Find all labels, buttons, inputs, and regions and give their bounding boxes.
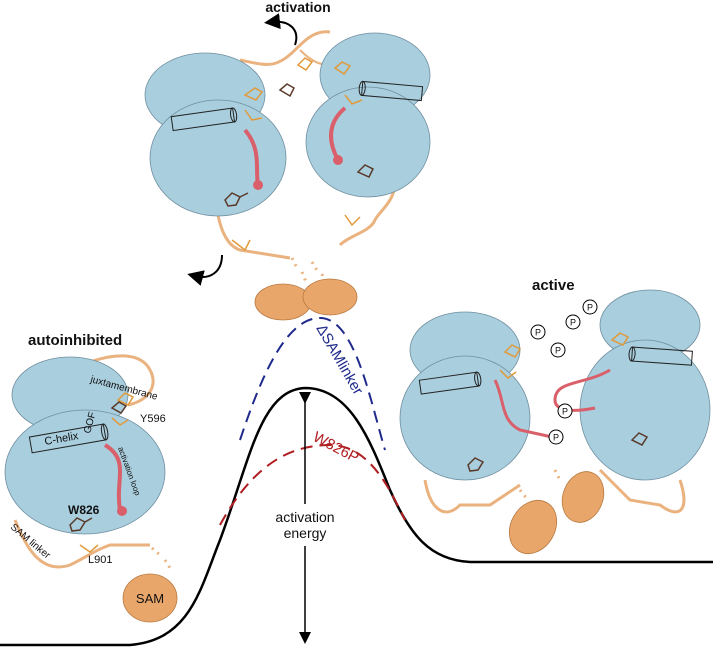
act-linker-left bbox=[423, 479, 521, 514]
ai-jm-linker bbox=[89, 354, 155, 407]
ai-sam-linker bbox=[13, 519, 150, 569]
top-right-clobe bbox=[305, 86, 431, 198]
delta-sam-linker-curve bbox=[239, 316, 386, 451]
top-linker-right bbox=[338, 174, 397, 247]
act-sam-left bbox=[508, 499, 558, 555]
activation-energy-label-2: energy bbox=[284, 525, 327, 541]
phospho-label: P bbox=[555, 346, 561, 356]
gof-label: GOF bbox=[82, 411, 98, 435]
act-right-clobe bbox=[579, 339, 711, 481]
w826-label: W826 bbox=[68, 503, 100, 517]
top-right-c-helix bbox=[358, 80, 424, 102]
phospho-label: P bbox=[553, 433, 559, 443]
phospho-groups: P P P P P P bbox=[530, 299, 598, 445]
active-title: active bbox=[532, 277, 575, 294]
ai-clobe bbox=[4, 409, 166, 535]
y596-label: Y596 bbox=[140, 413, 166, 425]
autoinhibited-title: autoinhibited bbox=[28, 332, 122, 349]
phospho-label: P bbox=[535, 328, 541, 338]
top-jm-left bbox=[239, 30, 331, 66]
act-left-c-helix bbox=[418, 371, 482, 395]
act-right-c-helix bbox=[628, 346, 693, 366]
l901-label: L901 bbox=[88, 554, 112, 566]
energy-curve bbox=[0, 386, 713, 647]
sam-linker-label: SAM linker bbox=[8, 522, 53, 562]
top-sam-left bbox=[254, 283, 312, 321]
act-residues bbox=[499, 332, 630, 379]
sam-label: SAM bbox=[136, 591, 164, 606]
c-helix-label: C-helix bbox=[44, 430, 80, 448]
ai-tryptophan bbox=[69, 401, 128, 532]
w826p-curve bbox=[219, 443, 406, 526]
act-left-clobe bbox=[399, 355, 531, 481]
activation-energy-label-1: activation bbox=[275, 509, 334, 525]
top-curved-arrow-2 bbox=[187, 254, 223, 286]
ai-c-helix bbox=[28, 423, 109, 454]
activation-title: activation bbox=[265, 0, 330, 15]
ai-residues bbox=[111, 392, 135, 426]
act-sam-right bbox=[561, 471, 605, 523]
phospho-label: P bbox=[570, 318, 576, 328]
w826p-label: W826P bbox=[310, 429, 361, 467]
phospho-label: P bbox=[562, 407, 568, 417]
top-tryptophans bbox=[224, 83, 375, 207]
act-linker-right bbox=[598, 468, 686, 514]
top-residues bbox=[243, 57, 363, 121]
ai-activation-loop bbox=[103, 443, 122, 511]
act-tryptophans bbox=[467, 432, 649, 472]
top-curved-arrow-1 bbox=[264, 13, 298, 46]
top-left-clobe bbox=[149, 99, 287, 217]
top-sam-right bbox=[302, 278, 358, 316]
ai-sam-domain bbox=[122, 573, 178, 623]
top-left-c-helix bbox=[170, 107, 238, 132]
act-right-activation-loop bbox=[553, 368, 611, 412]
act-left-activation-loop bbox=[493, 379, 553, 439]
phospho-label: P bbox=[587, 303, 593, 313]
